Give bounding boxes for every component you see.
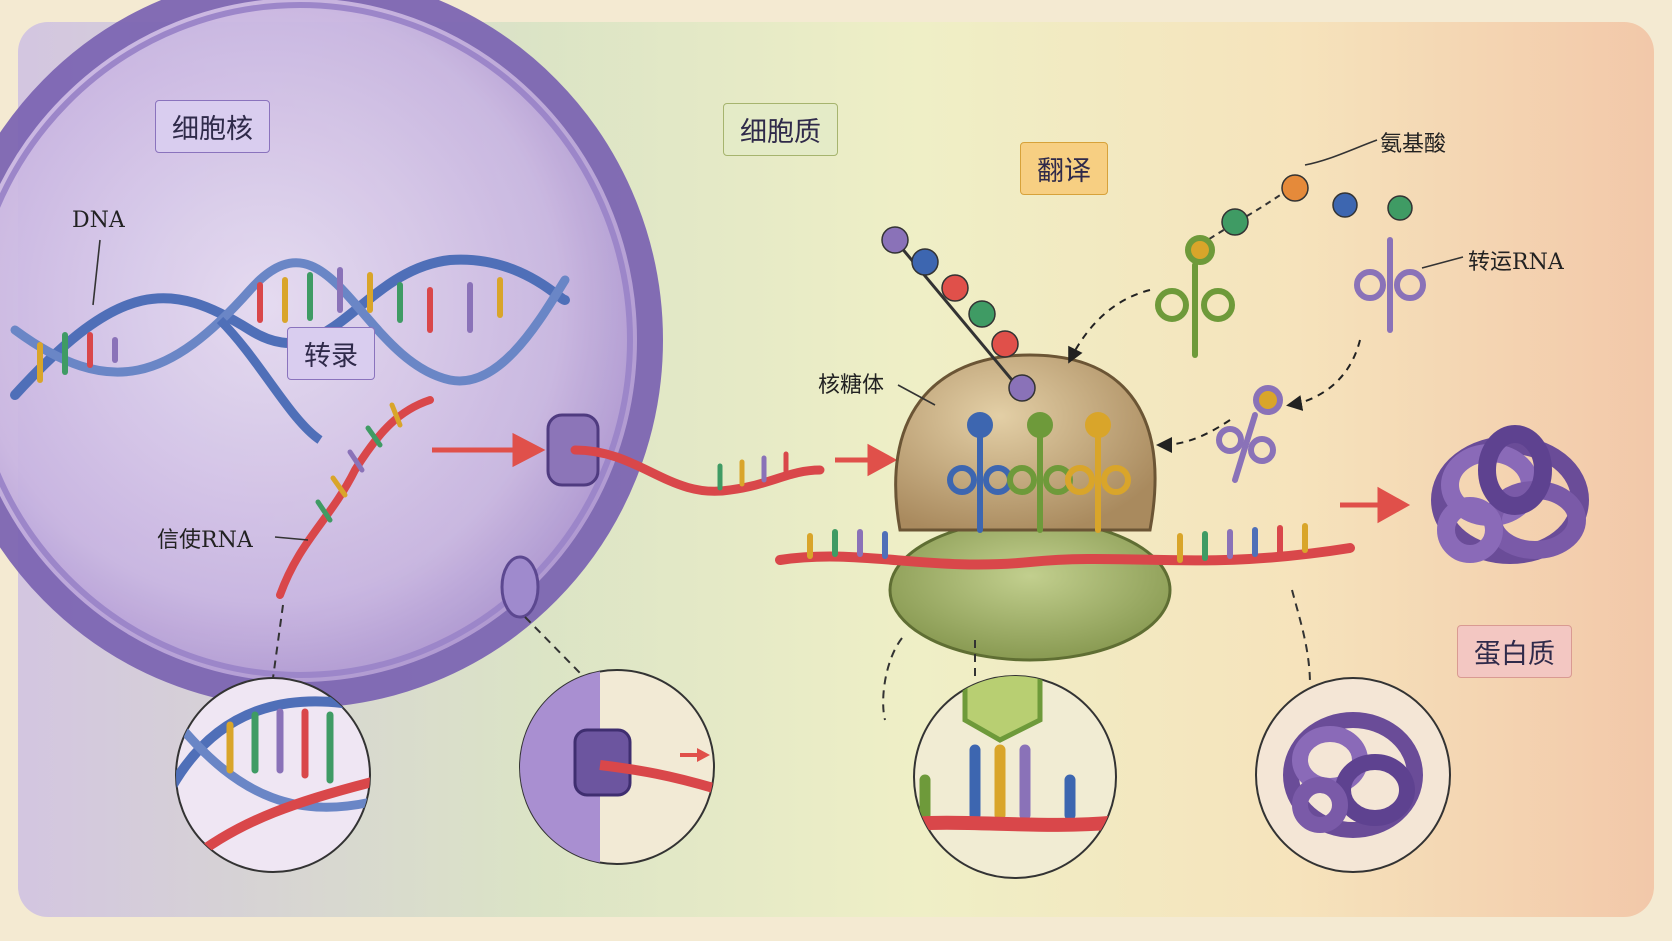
zoom-protein bbox=[1255, 677, 1451, 873]
protein-tag: 蛋白质 bbox=[1457, 625, 1572, 678]
mrna-nucleus bbox=[276, 396, 434, 599]
transcription-tag: 转录 bbox=[287, 327, 375, 380]
mrna-cytoplasm bbox=[570, 445, 825, 496]
free-trna bbox=[1155, 235, 1426, 483]
trna-in-ribosome bbox=[947, 412, 1131, 533]
translation-tag: 翻译 bbox=[1020, 142, 1108, 195]
cytoplasm-tag: 细胞质 bbox=[723, 103, 838, 156]
ribosome-label: 核糖体 bbox=[818, 373, 885, 398]
amino-acid-chain bbox=[881, 226, 1036, 402]
nucleus-tag: 细胞核 bbox=[155, 100, 270, 153]
zoom-connectors bbox=[272, 589, 1311, 721]
ribosome bbox=[888, 353, 1172, 662]
motion-arrows bbox=[1068, 289, 1361, 453]
amino-acid-label: 氨基酸 bbox=[1380, 132, 1447, 157]
protein bbox=[1431, 425, 1589, 564]
nuclear-pore bbox=[500, 555, 540, 619]
leader-lines bbox=[92, 139, 1464, 541]
trna-label: 转运RNA bbox=[1468, 250, 1564, 275]
mrna-translation bbox=[775, 523, 1355, 570]
dna-label: DNA bbox=[72, 208, 125, 233]
ribosome-small-subunit bbox=[888, 518, 1172, 662]
mrna-label: 信使RNA bbox=[157, 528, 253, 553]
flow-arrows bbox=[432, 432, 1411, 524]
